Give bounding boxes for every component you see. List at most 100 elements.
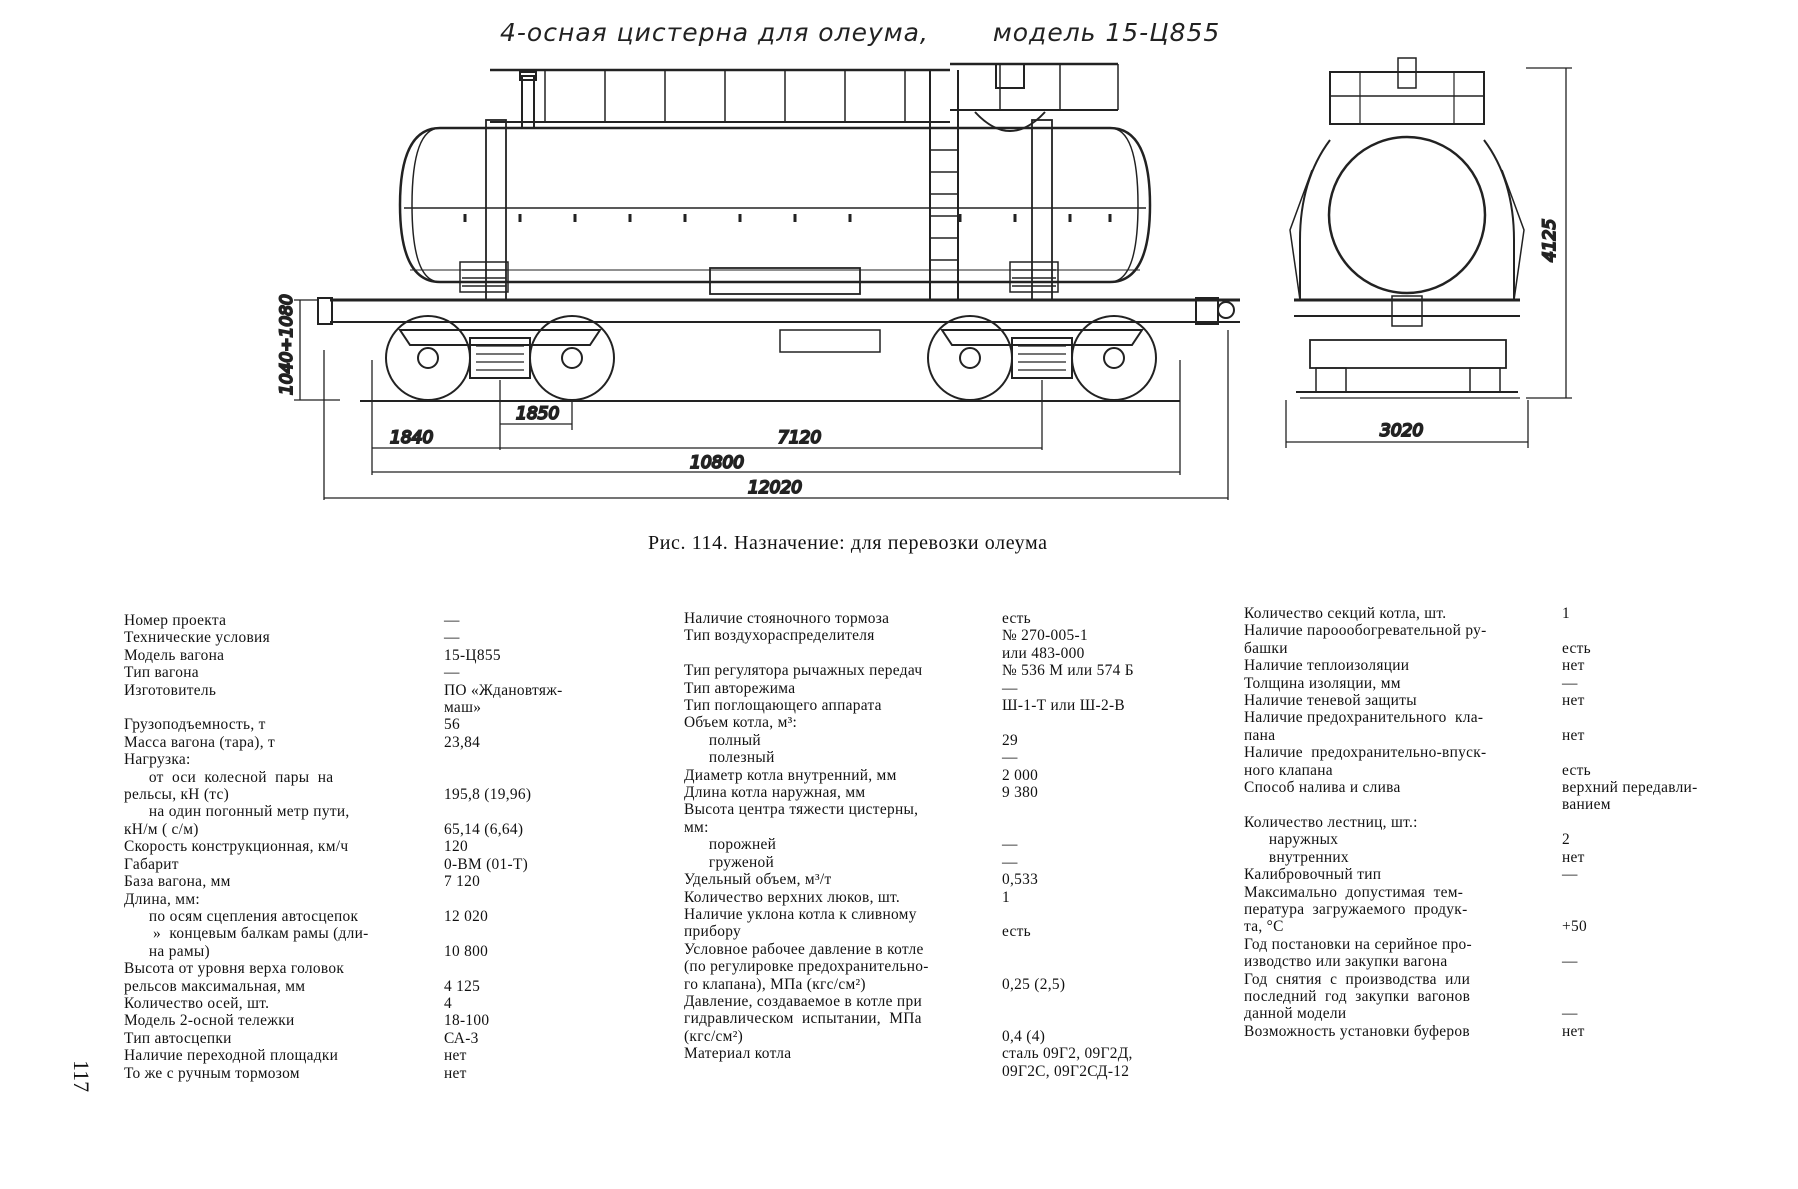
spec-value: или 483-000 bbox=[1002, 644, 1085, 662]
spec-row: Тип авторежима— bbox=[684, 680, 1244, 697]
spec-row: ​или 483-000 bbox=[684, 645, 1244, 662]
spec-label: ​ bbox=[124, 699, 684, 716]
dim-4125: 4125 bbox=[1540, 219, 1560, 262]
spec-row: на рамы)10 800 bbox=[124, 943, 684, 960]
spec-row: Длина, мм: bbox=[124, 891, 684, 908]
figure-caption: Рис. 114. Назначение: для перевозки олеу… bbox=[648, 532, 1048, 554]
spec-value: есть bbox=[1002, 610, 1031, 627]
spec-label: Максимально допустимая тем- bbox=[1244, 883, 1464, 901]
spec-value: 1 bbox=[1562, 605, 1570, 622]
spec-label: Нагрузка: bbox=[124, 751, 191, 769]
spec-value: нет bbox=[1562, 1022, 1585, 1040]
spec-label: ​ bbox=[1244, 796, 1794, 813]
spec-value: есть bbox=[1562, 761, 1591, 779]
spec-row: Количество верхних люков, шт.1 bbox=[684, 889, 1244, 906]
spec-value: 0,4 (4) bbox=[1002, 1027, 1046, 1045]
spec-row: Давление, создаваемое в котле при bbox=[684, 993, 1244, 1010]
spec-label: Давление, создаваемое в котле при bbox=[684, 992, 922, 1010]
spec-row: Наличие переходной площадки нет bbox=[124, 1047, 684, 1064]
spec-label: мм: bbox=[684, 818, 709, 836]
spec-value: нет bbox=[1562, 726, 1585, 744]
spec-value: 0,533 bbox=[1002, 871, 1039, 889]
spec-row: Наличие пароообогревательной ру- bbox=[1244, 622, 1794, 639]
spec-label: ного клапана bbox=[1244, 761, 1333, 779]
spec-value: нет bbox=[1562, 657, 1585, 675]
spec-row: рельсы, кН (тс)195,8 (19,96) bbox=[124, 786, 684, 803]
spec-row: та, °С+50 bbox=[1244, 918, 1794, 935]
spec-value: 0-ВМ (01-Т) bbox=[444, 855, 529, 873]
spec-row: Количество секций котла, шт.1 bbox=[1244, 605, 1794, 622]
spec-value: — bbox=[1562, 1005, 1578, 1023]
spec-label: Высота от уровня верха головок bbox=[124, 960, 345, 978]
spec-label: последний год закупки вагонов bbox=[1244, 987, 1471, 1005]
spec-row: Наличие уклона котла к сливному bbox=[684, 906, 1244, 923]
spec-value: 1 bbox=[1002, 888, 1010, 906]
spec-value: 2 000 bbox=[1002, 766, 1039, 784]
spec-row: мм: bbox=[684, 819, 1244, 836]
spec-label: Наличие теплоизоляции bbox=[1244, 657, 1410, 675]
spec-label: Калибровочный тип bbox=[1244, 866, 1382, 884]
spec-row: Наличие предохранительного кла- bbox=[1244, 709, 1794, 726]
spec-label: Диаметр котла внутренний, мм bbox=[684, 766, 897, 784]
spec-label: Технические условия bbox=[124, 629, 270, 647]
spec-value: 23,84 bbox=[444, 733, 481, 751]
spec-label: та, °С bbox=[1244, 918, 1284, 936]
spec-label: Габарит bbox=[124, 855, 179, 873]
spec-label: Наличие пароообогревательной ру- bbox=[1244, 622, 1487, 640]
spec-label: Тип воздухораспределителя bbox=[684, 627, 875, 645]
spec-row: данной модели— bbox=[1244, 1005, 1794, 1022]
spec-label: Год снятия с производства или bbox=[1244, 970, 1471, 988]
spec-label: Способ налива и слива bbox=[1244, 779, 1401, 797]
spec-value: ПО «Ждановтяж- bbox=[444, 681, 563, 699]
spec-label: груженой bbox=[684, 853, 775, 871]
spec-row: на один погонный метр пути, bbox=[124, 803, 684, 820]
spec-row: пература загружаемого продук- bbox=[1244, 901, 1794, 918]
spec-label: Объем котла, м³: bbox=[684, 714, 798, 732]
spec-label: от оси колесной пары на bbox=[124, 768, 334, 786]
spec-row: Нагрузка: bbox=[124, 751, 684, 768]
spec-value: сталь 09Г2, 09Г2Д, bbox=[1002, 1045, 1133, 1063]
spec-value: — bbox=[1562, 866, 1578, 884]
spec-row: Возможность установки буферов нет bbox=[1244, 1023, 1794, 1040]
spec-label: Высота центра тяжести цистерны, bbox=[684, 801, 919, 819]
spec-row: Количество осей, шт.4 bbox=[124, 995, 684, 1012]
spec-label: Модель 2-осной тележки bbox=[124, 1012, 295, 1030]
spec-row: го клапана), МПа (кгс/см²)0,25 (2,5) bbox=[684, 976, 1244, 993]
spec-label: Наличие теневой защиты bbox=[1244, 692, 1417, 710]
spec-label: Наличие переходной площадки bbox=[124, 1047, 339, 1065]
spec-value: 29 bbox=[1002, 731, 1018, 749]
spec-row: Габарит 0-ВМ (01-Т) bbox=[124, 856, 684, 873]
tank-car-drawing: 1840 1850 7120 10800 12020 1040÷1080 bbox=[276, 57, 1572, 500]
spec-value: нет bbox=[444, 1047, 467, 1065]
spec-value: — bbox=[1002, 749, 1018, 767]
spec-row: полезный— bbox=[684, 749, 1244, 766]
dim-1840: 1840 bbox=[390, 428, 433, 448]
spec-label: Возможность установки буферов bbox=[1244, 1022, 1470, 1040]
spec-label: Год постановки на серийное про- bbox=[1244, 935, 1472, 953]
spec-row: ного клапана есть bbox=[1244, 762, 1794, 779]
spec-label: башки bbox=[1244, 639, 1288, 657]
spec-value: СА-3 bbox=[444, 1029, 479, 1047]
spec-label: Условное рабочее давление в котле bbox=[684, 940, 924, 958]
spec-row: Тип вагона— bbox=[124, 664, 684, 681]
spec-value: маш» bbox=[444, 699, 482, 717]
spec-label: порожней bbox=[684, 836, 777, 854]
spec-label: Грузоподъемность, т bbox=[124, 716, 266, 734]
spec-row: Условное рабочее давление в котле bbox=[684, 941, 1244, 958]
spec-label: Скорость конструкционная, км/ч bbox=[124, 838, 349, 856]
spec-label: прибору bbox=[684, 923, 741, 941]
side-view: 1840 1850 7120 10800 12020 1040÷1080 bbox=[276, 62, 1240, 500]
spec-label: Удельный объем, м³/т bbox=[684, 871, 832, 889]
spec-label: Тип авторежима bbox=[684, 679, 796, 697]
